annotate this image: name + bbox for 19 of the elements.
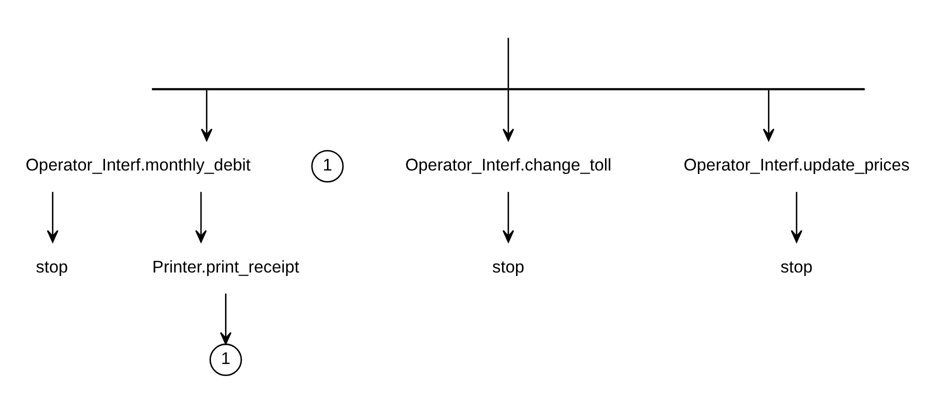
node-text: stop	[36, 256, 68, 276]
arrow	[762, 90, 774, 141]
arrow	[502, 191, 514, 242]
arrow	[46, 191, 58, 242]
connector	[508, 37, 510, 88]
node-text: Operator_Interf.change_toll	[405, 155, 612, 174]
node-circle: 1	[311, 149, 344, 182]
node-bar	[152, 88, 865, 90]
node-text: Operator_Interf.monthly_debit	[26, 155, 251, 174]
node-text: Printer.print_receipt	[152, 256, 300, 276]
node-text: stop	[492, 256, 524, 276]
arrow	[195, 191, 207, 242]
arrow	[502, 90, 514, 141]
arrow	[200, 90, 212, 141]
node-text: stop	[780, 256, 813, 276]
node-text: Operator_Interf.update_prices	[684, 155, 910, 174]
arrow	[790, 191, 802, 242]
node-circle: 1	[209, 343, 242, 376]
arrow	[220, 293, 232, 344]
